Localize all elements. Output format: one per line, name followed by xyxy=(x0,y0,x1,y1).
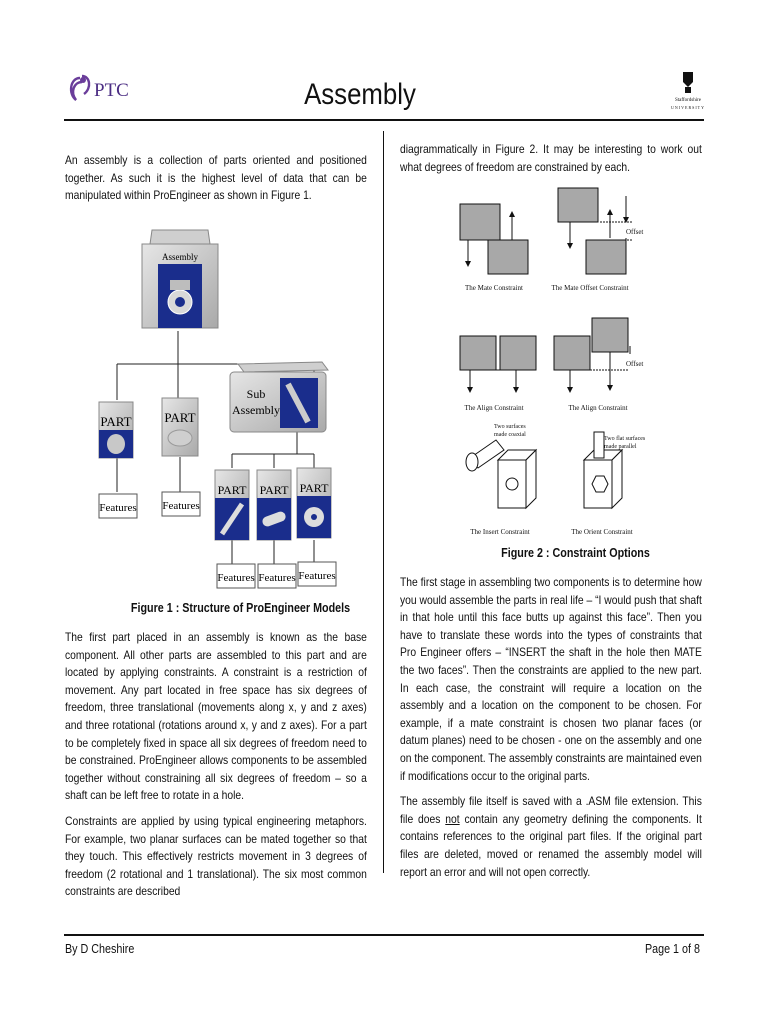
part-box: PART xyxy=(256,469,292,541)
paragraph-part: The assembly file itself is saved with a… xyxy=(400,794,702,826)
part-label: PART xyxy=(300,481,330,495)
right-column-top: diagrammatically in Figure 2. It may be … xyxy=(400,141,702,184)
assembly-box: Assembly xyxy=(141,229,219,329)
features-box: Features xyxy=(161,491,201,517)
features-box: Features xyxy=(257,563,297,589)
paragraph: The first stage in assembling two compon… xyxy=(400,575,702,783)
features-label: Features xyxy=(99,502,136,514)
mate-offset-constraint-label: The Mate Offset Constraint xyxy=(551,284,628,292)
part-label: PART xyxy=(260,483,290,497)
figure-1-caption: Figure 1 : Structure of ProEngineer Mode… xyxy=(130,601,351,615)
sub-assembly-label-line2: Assembly xyxy=(232,403,280,417)
features-label: Features xyxy=(298,570,335,582)
offset-label: Offset xyxy=(626,360,643,368)
part-label: PART xyxy=(218,483,248,497)
footer-author: By D Cheshire xyxy=(65,942,135,956)
orient-note-line1: Two flat surfaces xyxy=(604,435,646,442)
right-column-bottom: The first stage in assembling two compon… xyxy=(400,574,702,889)
column-divider xyxy=(383,131,384,873)
align-constraint-label: The Align Constraint xyxy=(464,404,523,412)
part-label: PART xyxy=(164,410,195,425)
insert-constraint-label: The Insert Constraint xyxy=(470,528,530,536)
features-label: Features xyxy=(162,500,199,512)
features-box: Features xyxy=(98,493,138,519)
orient-constraint-label: The Orient Constraint xyxy=(571,528,632,536)
emphasis-not: not xyxy=(445,811,460,826)
left-column-top: An assembly is a collection of parts ori… xyxy=(65,152,367,213)
insert-note-line1: Two surfaces xyxy=(494,423,526,430)
crest-icon xyxy=(683,72,693,93)
assembly-label: Assembly xyxy=(162,252,199,262)
part-label: PART xyxy=(100,414,131,429)
footer-rule xyxy=(64,934,704,936)
part-box: PART xyxy=(214,469,250,541)
university-name-line2: UNIVERSITY xyxy=(671,105,705,110)
figure-1-diagram: Assembly PART PART Sub Assembly Features… xyxy=(98,229,337,589)
part-box: PART xyxy=(98,401,134,459)
paragraph-part: contain any geometry defining the compon… xyxy=(400,811,702,879)
align-offset-constraint-label: The Align Constraint xyxy=(568,404,627,412)
insert-note-line2: made coaxial xyxy=(494,432,526,438)
figure-2-diagram: The Mate Constraint Offset The Mate Offs… xyxy=(459,187,646,536)
ptc-logo-icon xyxy=(69,74,91,101)
paragraph: The first part placed in an assembly is … xyxy=(65,630,367,803)
left-column-bottom: The first part placed in an assembly is … xyxy=(65,629,367,909)
features-box: Features xyxy=(297,561,337,587)
page-title: Assembly xyxy=(304,78,416,111)
ptc-logo: PTC xyxy=(66,72,146,108)
paragraph: An assembly is a collection of parts ori… xyxy=(65,153,367,203)
sub-assembly-box: Sub Assembly xyxy=(229,361,329,433)
ptc-logo-text: PTC xyxy=(94,80,129,101)
paragraph: The assembly file itself is saved with a… xyxy=(400,793,702,881)
features-label: Features xyxy=(217,572,254,584)
part-box: PART xyxy=(296,467,332,539)
paragraph: Constraints are applied by using typical… xyxy=(65,813,367,899)
features-box: Features xyxy=(216,563,256,589)
university-name-line1: Staffordshire xyxy=(674,98,701,103)
university-logo: Staffordshire UNIVERSITY xyxy=(668,70,708,114)
part-box: PART xyxy=(161,397,199,457)
orient-note-line2: made parallel xyxy=(604,444,637,450)
mate-constraint-label: The Mate Constraint xyxy=(465,284,523,292)
header-rule xyxy=(64,119,704,121)
footer-page-number: Page 1 of 8 xyxy=(645,942,700,956)
features-label: Features xyxy=(258,572,295,584)
paragraph: diagrammatically in Figure 2. It may be … xyxy=(400,142,702,174)
offset-label: Offset xyxy=(626,228,643,236)
figure-2-caption: Figure 2 : Constraint Options xyxy=(501,546,650,560)
sub-assembly-label-line1: Sub xyxy=(247,387,266,401)
